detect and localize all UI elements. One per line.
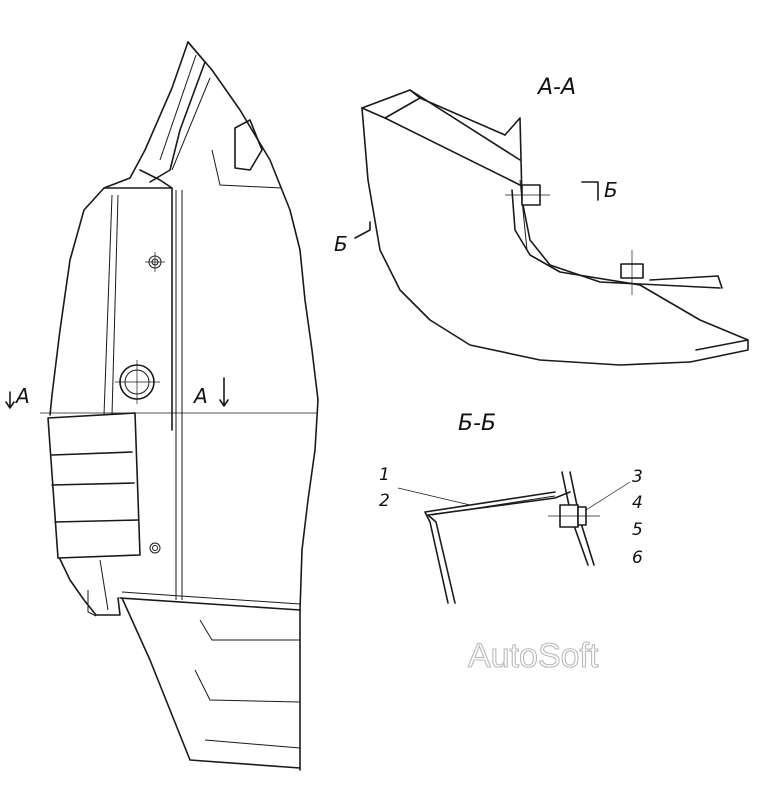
watermark: AutoSoft xyxy=(468,637,599,675)
section-bb-view xyxy=(397,471,631,604)
section-aa-view xyxy=(354,89,749,366)
callout-3: 3 xyxy=(632,467,643,487)
cut-a-right: А xyxy=(192,384,208,408)
cut-b-left: Б xyxy=(334,232,348,256)
callout-2: 2 xyxy=(379,491,390,511)
callout-5: 5 xyxy=(632,520,643,540)
cab-side-view xyxy=(5,41,319,771)
cut-b-right: Б xyxy=(604,178,618,202)
cut-a-left: А xyxy=(14,384,30,408)
callout-1: 1 xyxy=(379,465,390,485)
callout-6: 6 xyxy=(632,548,643,568)
section-bb-title: Б-Б xyxy=(458,411,496,436)
callout-4: 4 xyxy=(632,493,643,513)
section-aa-title: А-А xyxy=(536,75,576,100)
